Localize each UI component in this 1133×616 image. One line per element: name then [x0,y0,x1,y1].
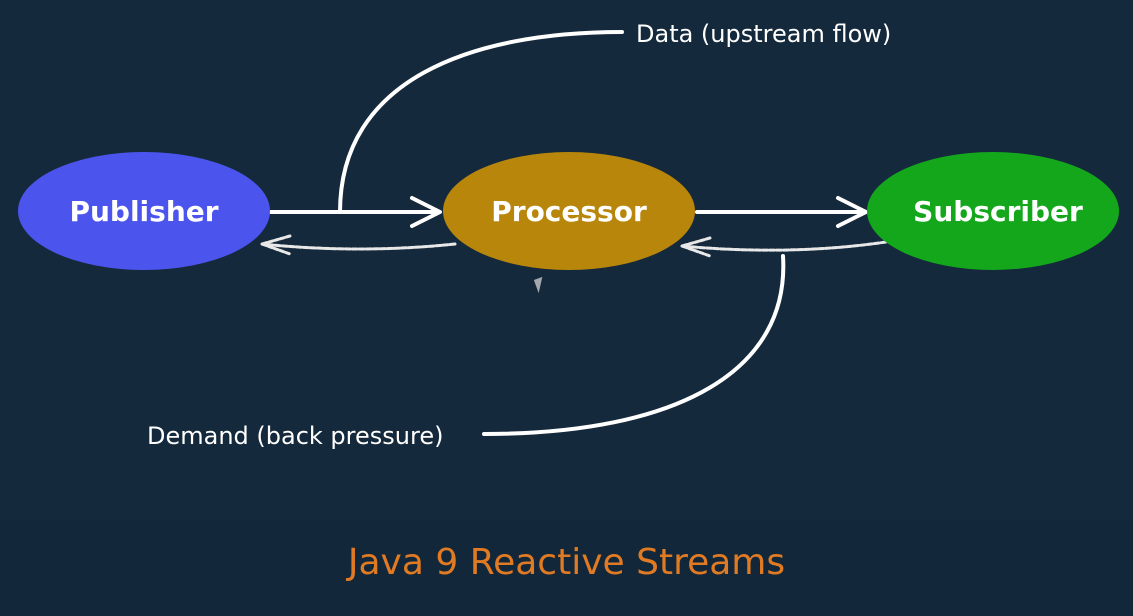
slide-title: Java 9 Reactive Streams [347,542,786,583]
processor-label: Processor [491,195,647,228]
data-upstream-label: Data (upstream flow) [636,20,891,48]
arrow-processor-to-subscriber [695,196,868,228]
publisher-label: Publisher [69,195,218,228]
subscriber-node: Subscriber [867,152,1119,270]
processor-node: Processor [443,152,695,270]
flow-diagram: Publisher Processor Subscriber Data (ups… [18,20,1119,450]
arrow-processor-to-publisher-demand [257,234,457,256]
arrow-publisher-to-processor [268,196,442,228]
slide: Publisher Processor Subscriber Data (ups… [18,20,1119,450]
demand-backpressure-label: Demand (back pressure) [147,422,443,450]
demand-callout-curve [482,254,786,436]
data-callout-curve [338,30,624,214]
publisher-node: Publisher [18,152,270,270]
subscriber-label: Subscriber [913,195,1083,228]
arrow-subscriber-to-processor-demand [677,236,888,258]
footer-banner: Java 9 Reactive Streams [0,520,1133,616]
